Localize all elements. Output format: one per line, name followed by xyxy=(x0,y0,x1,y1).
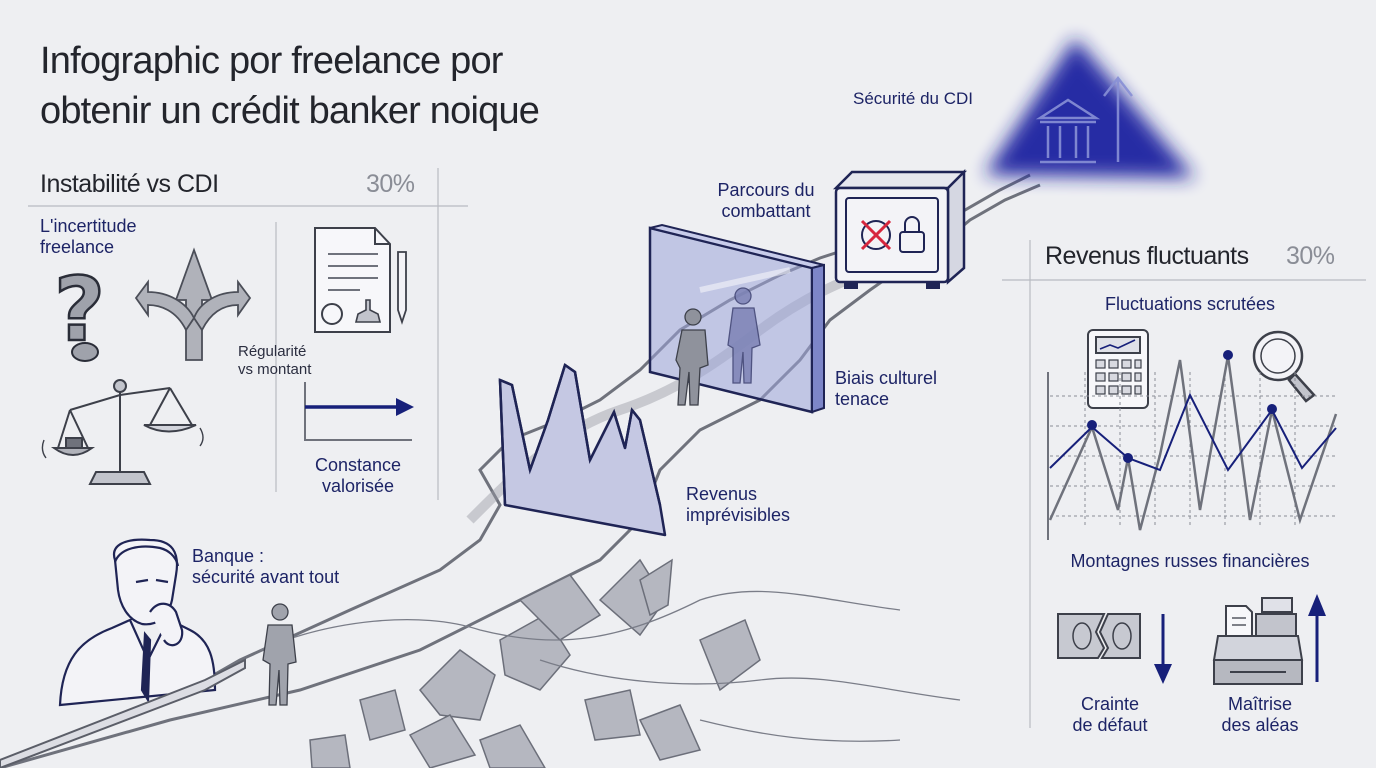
default-fear-label-line-1: Crainte xyxy=(1080,694,1140,714)
mastery-label-line-1: Maîtrise xyxy=(1227,694,1292,714)
left-section-heading-text: Instabilité vs CDI xyxy=(40,170,219,198)
left-section-percent: 30% xyxy=(366,170,415,198)
broken-banknote-icon xyxy=(1057,613,1141,659)
default-fear-label-line-2: de défaut xyxy=(1072,715,1148,735)
bias-label-line-1: Biais culturel xyxy=(835,368,938,388)
ground-cracks xyxy=(259,590,961,742)
broken-ground xyxy=(309,558,761,768)
constancy-label: Constance valorisée xyxy=(298,455,418,497)
page-title: Infographic por freelance por obtenir un… xyxy=(40,36,540,136)
right-section-heading: Revenus fluctuants xyxy=(1045,242,1249,271)
question-mark-icon: ? xyxy=(53,257,107,363)
safe-icon xyxy=(832,168,968,289)
bias-label: Biais culturel tenace xyxy=(835,368,937,410)
document-pen-icon xyxy=(314,227,407,333)
default-fear-label: Crainte de défaut xyxy=(1050,694,1170,736)
fluctuation-chart xyxy=(1047,350,1338,540)
journey-label-line-1: Parcours du xyxy=(717,180,815,200)
right-section-heading-text: Revenus fluctuants xyxy=(1045,242,1249,270)
journey-label-line-2: combattant xyxy=(721,201,811,221)
rollercoaster-label: Montagnes russes financières xyxy=(1070,551,1310,571)
bank-label: Banque : sécurité avant tout xyxy=(192,546,339,588)
revenue-label: Revenus imprévisibles xyxy=(686,484,790,526)
cash-register-icon xyxy=(1212,597,1304,685)
magnifier-icon xyxy=(1252,330,1316,403)
svg-text:?: ? xyxy=(54,258,105,361)
arrow-up-icon xyxy=(1308,594,1326,682)
uncertainty-label: L'incertitude freelance xyxy=(40,216,137,258)
uncertainty-label-line-2: freelance xyxy=(40,237,115,257)
bank-label-line-1: Banque : xyxy=(192,546,265,566)
calculator-icon xyxy=(1087,329,1149,409)
bank-label-line-2: sécurité avant tout xyxy=(192,567,340,587)
journey-label: Parcours du combattant xyxy=(706,180,826,222)
bias-label-line-2: tenace xyxy=(835,389,890,409)
trend-arrow-icon xyxy=(304,382,414,441)
section-dividers xyxy=(28,168,1366,728)
mastery-label: Maîtrise des aléas xyxy=(1200,694,1320,736)
constancy-label-line-1: Constance xyxy=(314,455,402,475)
page-title-line-1: Infographic por freelance por xyxy=(40,40,503,82)
regularity-label-line-2: vs montant xyxy=(238,361,312,378)
constancy-label-line-2: valorisée xyxy=(321,476,395,496)
jagged-revenue-shape xyxy=(498,362,667,537)
security-label: Sécurité du CDI xyxy=(853,89,973,108)
scales-icon xyxy=(41,379,204,485)
standing-person xyxy=(262,603,297,706)
arrow-down-icon xyxy=(1154,614,1172,684)
desk-ledge xyxy=(0,658,246,768)
regularity-label-line-1: Régularité xyxy=(238,343,307,360)
left-section-heading: Instabilité vs CDI xyxy=(40,170,219,199)
branching-arrows-icon xyxy=(134,247,252,361)
uncertainty-label-line-1: L'incertitude xyxy=(40,216,137,236)
banker-illustration xyxy=(58,538,217,707)
bank-building-icon xyxy=(985,38,1195,178)
right-section-percent: 30% xyxy=(1286,242,1335,270)
regularity-label: Régularité vs montant xyxy=(238,343,311,379)
fluctuations-label: Fluctuations scrutées xyxy=(1104,294,1276,314)
page-title-line-2: obtenir un crédit banker noique xyxy=(40,90,540,132)
glass-wall-icon xyxy=(648,223,825,414)
revenue-label-line-2: imprévisibles xyxy=(686,505,791,525)
mastery-label-line-2: des aléas xyxy=(1221,715,1299,735)
revenue-label-line-1: Revenus xyxy=(686,484,758,504)
